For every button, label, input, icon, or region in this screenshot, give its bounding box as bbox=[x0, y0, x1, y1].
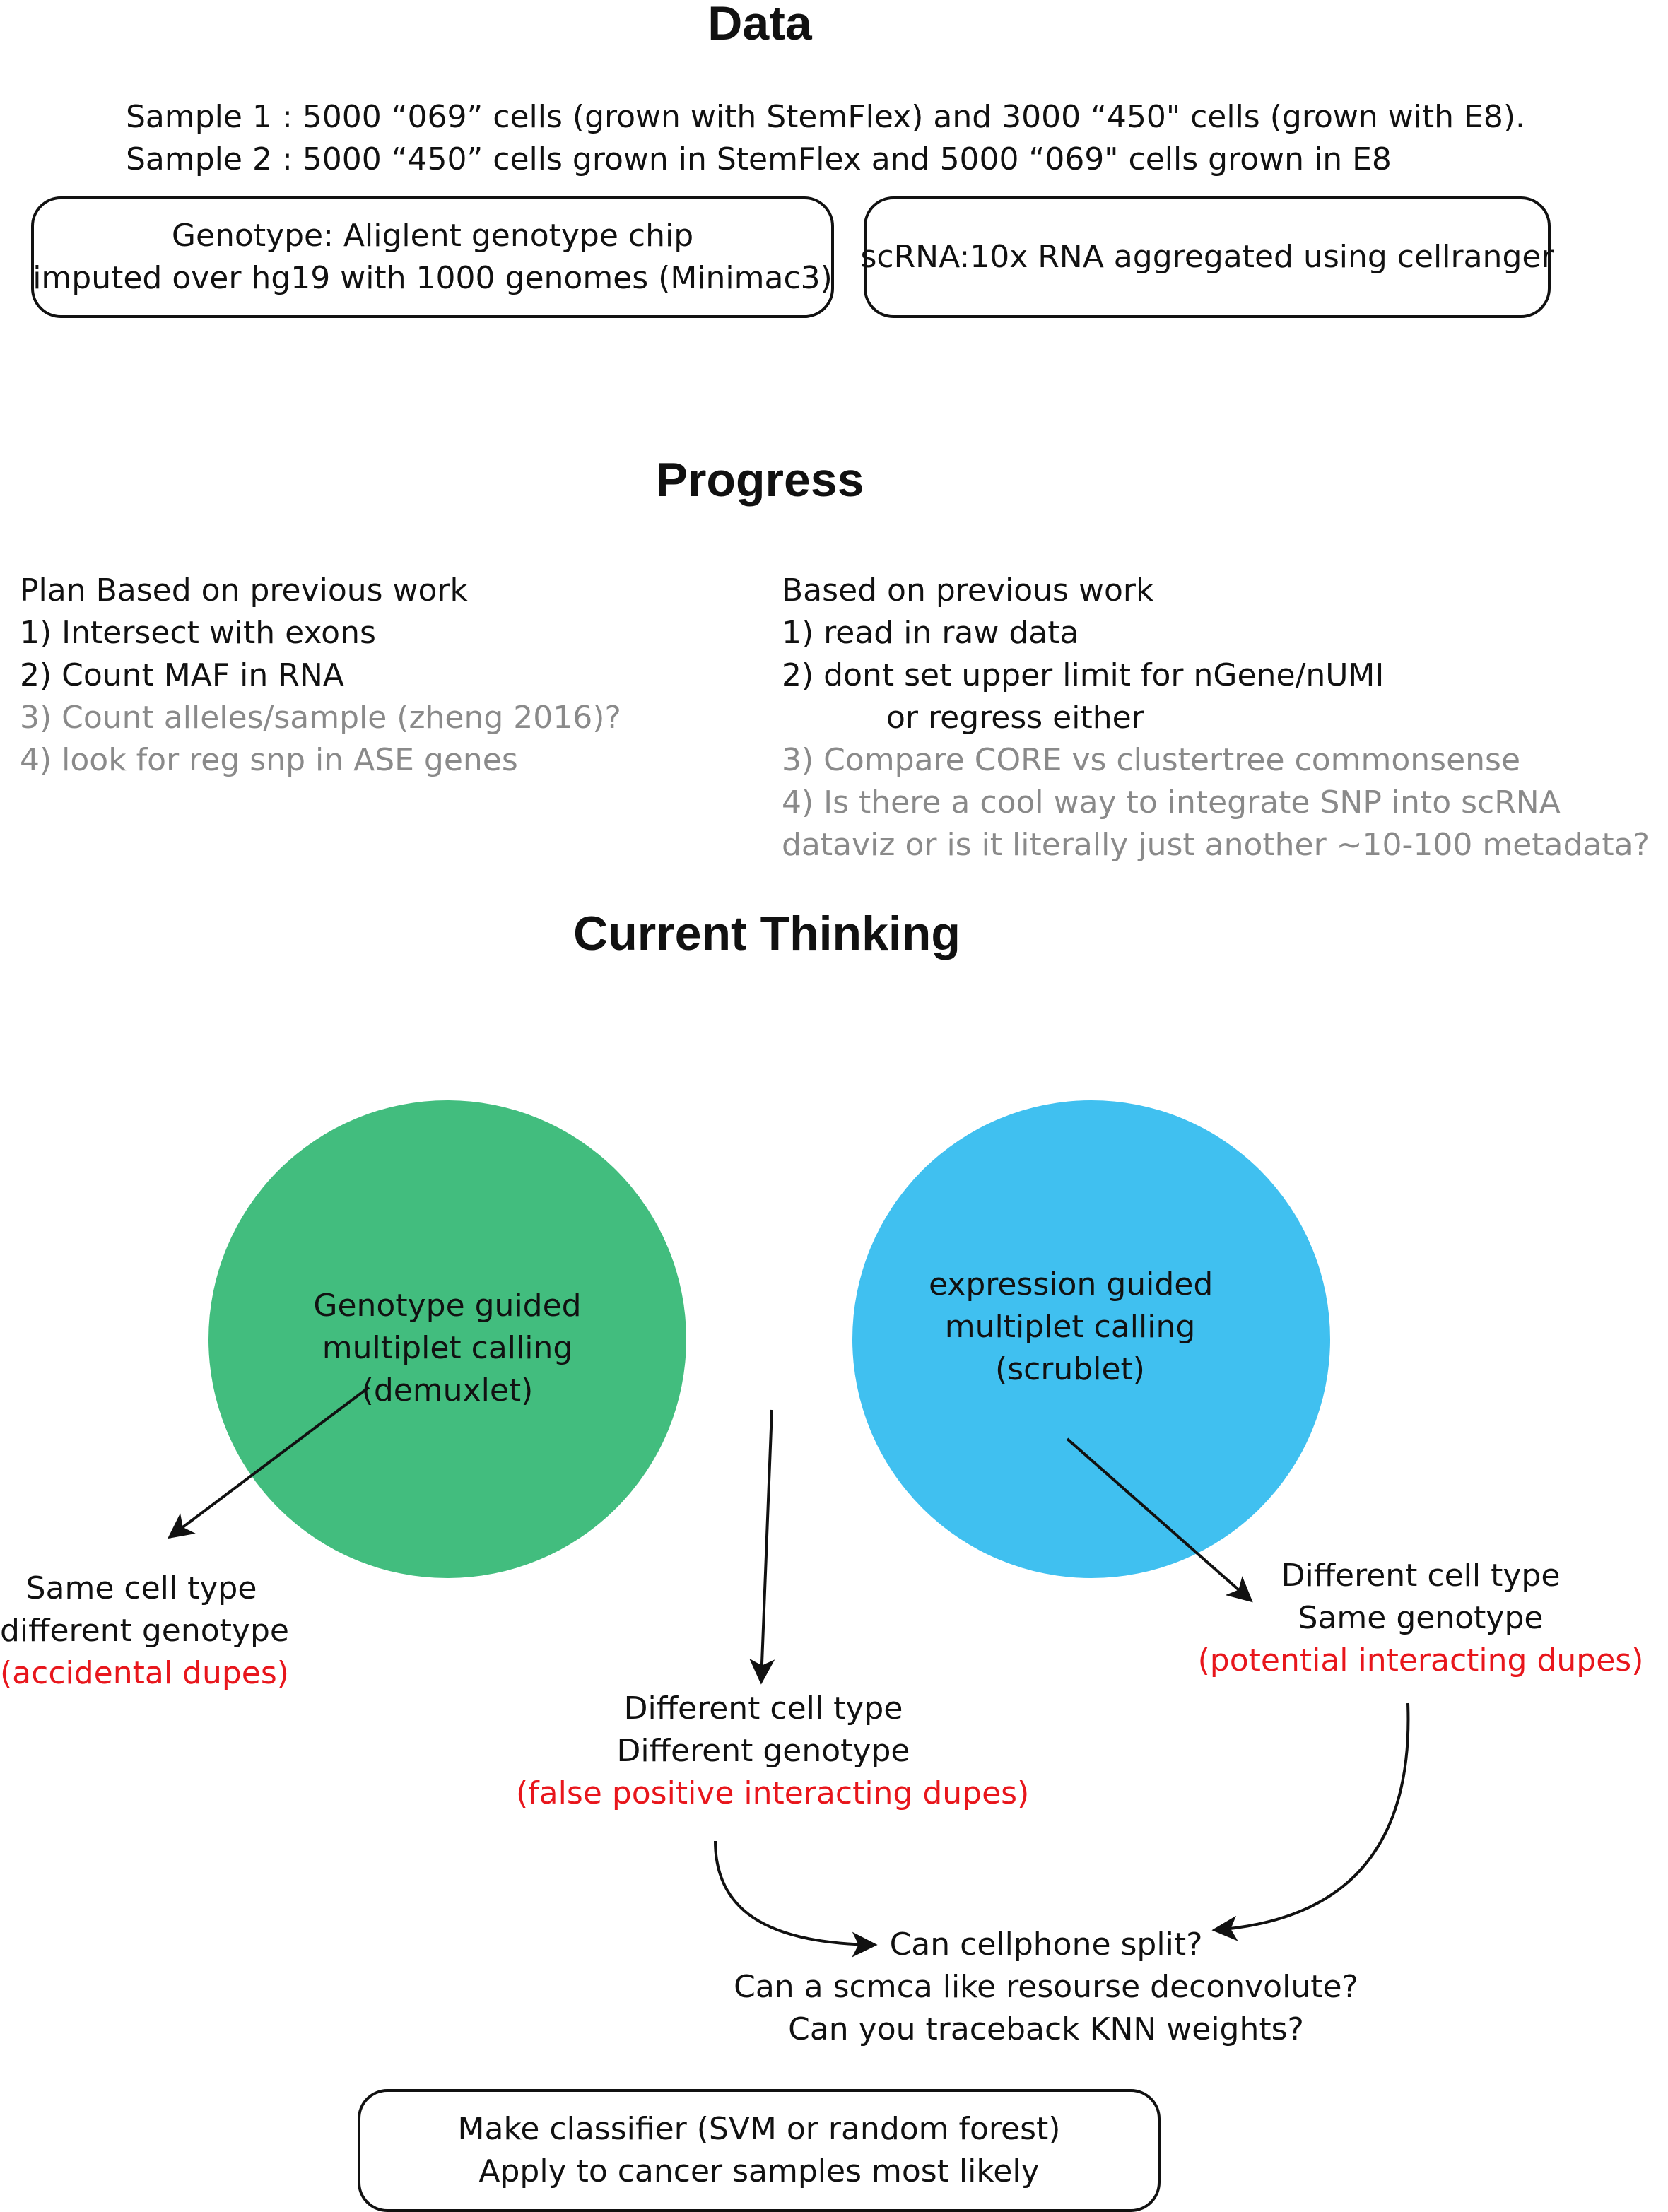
expression-circle-label: expression guided multiplet calling (scr… bbox=[929, 1264, 1214, 1391]
progress-right-item: Based on previous work bbox=[782, 572, 1154, 608]
outcome-line: Different genotype bbox=[616, 1733, 910, 1769]
genotype-circle-line: Genotype guided bbox=[313, 1288, 582, 1324]
question-line: Can you traceback KNN weights? bbox=[788, 2011, 1304, 2047]
genotype-circle-line: (demuxlet) bbox=[361, 1372, 534, 1408]
progress-left-item: Plan Based on previous work bbox=[20, 572, 469, 608]
scrna-box: scRNA:10x RNA aggregated using cellrange… bbox=[860, 196, 1554, 318]
sample-2-text: Sample 2 : 5000 “450” cells grown in Ste… bbox=[126, 141, 1392, 177]
question-line: Can cellphone split? bbox=[889, 1926, 1203, 1963]
arrow-to-accidental bbox=[168, 1386, 370, 1539]
progress-right-item: dataviz or is it literally just another … bbox=[782, 827, 1650, 863]
sample-1-text: Sample 1 : 5000 “069” cells (grown with … bbox=[126, 99, 1525, 135]
expression-circle-line: expression guided bbox=[929, 1266, 1214, 1302]
outcome-line: Different cell type bbox=[623, 1690, 903, 1726]
expression-circle-line: (scrublet) bbox=[995, 1351, 1145, 1387]
progress-left-item: 4) look for reg snp in ASE genes bbox=[20, 742, 518, 778]
outcome-line: Same genotype bbox=[1298, 1600, 1544, 1636]
scrna-box-text: scRNA:10x RNA aggregated using cellrange… bbox=[860, 239, 1554, 275]
outcome-highlight: (false positive interacting dupes) bbox=[516, 1775, 1030, 1811]
progress-left-item: 2) Count MAF in RNA bbox=[20, 657, 344, 693]
outcome-potential: Different cell type Same genotype (poten… bbox=[1173, 1555, 1668, 1682]
genotype-box: Genotype: Aliglent genotype chip imputed… bbox=[31, 196, 834, 318]
classifier-line: Make classifier (SVM or random forest) bbox=[457, 2111, 1061, 2147]
questions-block: Can cellphone split? Can a scmca like re… bbox=[693, 1924, 1399, 2051]
arrow-to-potential bbox=[1066, 1437, 1253, 1603]
outcome-highlight: (potential interacting dupes) bbox=[1197, 1642, 1644, 1678]
genotype-circle-label: Genotype guided multiplet calling (demux… bbox=[306, 1285, 589, 1412]
progress-right-item: 1) read in raw data bbox=[782, 615, 1079, 651]
classifier-box: Make classifier (SVM or random forest) A… bbox=[358, 2089, 1161, 2212]
outcome-line: Different cell type bbox=[1281, 1558, 1561, 1594]
progress-right-list: Based on previous work 1) read in raw da… bbox=[782, 570, 1650, 866]
arrow-potential-to-questions bbox=[1211, 1702, 1410, 1941]
genotype-box-line-2: imputed over hg19 with 1000 genomes (Min… bbox=[33, 260, 833, 296]
arrow-false-positive-to-questions bbox=[714, 1840, 878, 1958]
expression-circle bbox=[852, 1100, 1330, 1578]
classifier-line: Apply to cancer samples most likely bbox=[478, 2153, 1040, 2189]
expression-circle-line: multiplet calling bbox=[944, 1309, 1196, 1345]
progress-right-item: 3) Compare CORE vs clustertree commonsen… bbox=[782, 742, 1521, 778]
progress-right-item: 2) dont set upper limit for nGene/nUMI bbox=[782, 657, 1385, 693]
venn-diagram bbox=[168, 1100, 1410, 1958]
genotype-circle bbox=[208, 1100, 686, 1578]
progress-right-item: or regress either bbox=[886, 700, 1144, 736]
current-thinking-title: Current Thinking bbox=[573, 907, 961, 960]
genotype-circle-line: multiplet calling bbox=[322, 1330, 573, 1366]
progress-left-list: Plan Based on previous work 1) Intersect… bbox=[20, 570, 621, 782]
outcome-highlight: (accidental dupes) bbox=[0, 1655, 289, 1691]
data-title: Data bbox=[707, 0, 812, 50]
progress-title: Progress bbox=[655, 453, 864, 507]
question-line: Can a scmca like resourse deconvolute? bbox=[734, 1969, 1358, 2005]
progress-right-item: 4) Is there a cool way to integrate SNP … bbox=[782, 784, 1561, 820]
outcome-line: Same cell type bbox=[25, 1570, 257, 1606]
outcome-false-positive: Different cell type Different genotype (… bbox=[516, 1688, 1030, 1815]
progress-left-item: 3) Count alleles/sample (zheng 2016)? bbox=[20, 700, 621, 736]
genotype-box-line-1: Genotype: Aliglent genotype chip bbox=[171, 218, 694, 254]
outcome-line: different genotype bbox=[0, 1613, 289, 1649]
arrow-to-false-positive bbox=[749, 1409, 775, 1685]
progress-left-item: 1) Intersect with exons bbox=[20, 615, 376, 651]
outcome-accidental: Same cell type different genotype (accid… bbox=[0, 1567, 289, 1695]
